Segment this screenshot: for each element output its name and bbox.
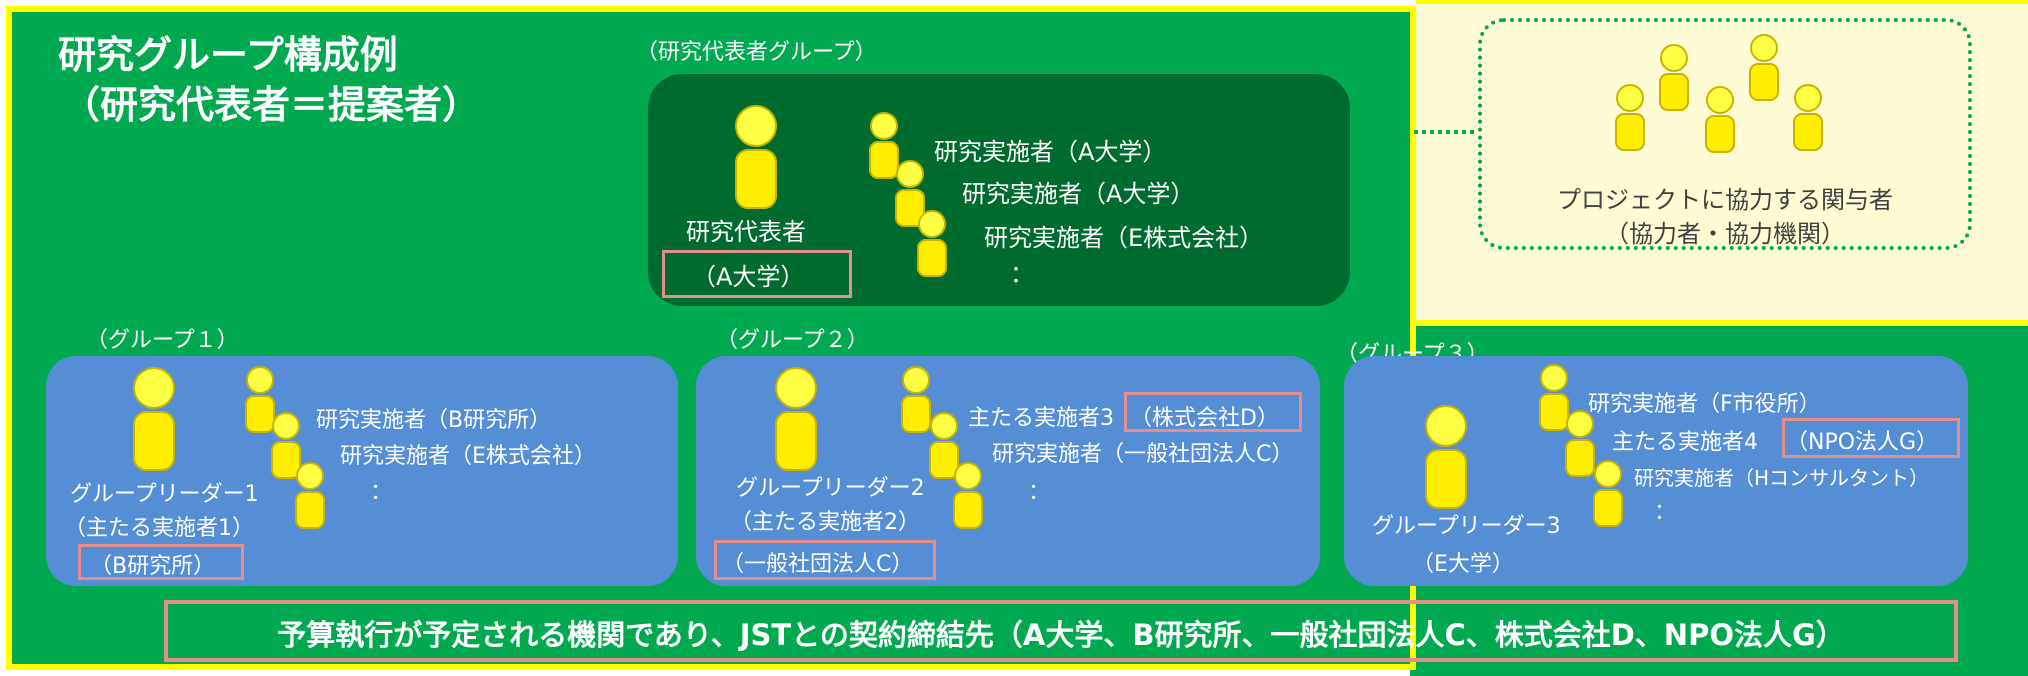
group1-member-2: 研究実施者（E株式会社） (340, 444, 596, 469)
rep-member-person-icon (869, 112, 899, 179)
rep-leader-org-highlight (662, 250, 852, 298)
group1-leader-person-icon (133, 367, 175, 471)
group2-leader-person-icon (775, 367, 817, 471)
cooperator-panel (1416, 0, 2028, 320)
bottom-note: 予算執行が予定される機関であり、JSTとの契約締結先（A大学、B研究所、一般社団… (277, 618, 1845, 652)
rep-group-label: （研究代表者グループ） (636, 40, 877, 65)
group1-leader-sub: （主たる実施者1） (64, 516, 254, 541)
group2-member1-org: （株式会社D） (1130, 406, 1279, 431)
group1-leader-org: （B研究所） (90, 554, 216, 579)
rep-leader-person-icon (735, 105, 777, 209)
group2-member1-org-highlight (1124, 392, 1302, 432)
rep-member-person-icon (895, 160, 925, 227)
group2-ellipsis: ： (1028, 480, 1051, 505)
rep-member-3: 研究実施者（E株式会社） (984, 224, 1264, 252)
bottom-note-box (164, 600, 1958, 662)
group1-ellipsis: ： (370, 480, 393, 505)
connector-line (1406, 130, 1478, 134)
group3-member2-role: 主たる実施者4 (1612, 430, 1758, 455)
cooperator-person-icon (1615, 84, 1645, 151)
group3-leader-role: グループリーダー3 (1372, 514, 1561, 539)
cooperator-person-icon (1705, 86, 1735, 153)
group3-member2-org-highlight (1782, 418, 1960, 458)
group3-leader-person-icon (1425, 405, 1467, 509)
group1-member-person-icon (271, 412, 301, 479)
group1-member-1: 研究実施者（B研究所） (316, 408, 552, 433)
group2-leader-sub: （主たる実施者2） (730, 510, 920, 535)
group3-member2-org: （NPO法人G） (1786, 430, 1939, 455)
rep-member-ellipsis: ： (1010, 260, 1034, 288)
group3-leader-org: （E大学） (1412, 552, 1514, 577)
diagram-title-line1: 研究グループ構成例 (58, 33, 398, 77)
group2-leader-org: （一般社団法人C） (722, 552, 914, 577)
cooperator-person-icon (1793, 84, 1823, 151)
group3-member-3: 研究実施者（Hコンサルタント） (1634, 466, 1930, 490)
rep-member-2: 研究実施者（A大学） (962, 180, 1195, 208)
group3-ellipsis: ： (1654, 500, 1677, 525)
cooperators-line1: プロジェクトに協力する関与者 (1557, 186, 1893, 214)
group2-member-2: 研究実施者（一般社団法人C） (992, 442, 1294, 467)
rep-leader-role: 研究代表者 (686, 218, 806, 246)
group2-member-person-icon (901, 366, 931, 433)
cooperators-box (1478, 18, 1972, 250)
group1-label: （グループ１） (86, 328, 239, 353)
group1-leader-org-highlight (78, 544, 244, 580)
cooperators-line2: （協力者・協力機関） (1605, 220, 1845, 248)
group2-label: （グループ２） (716, 328, 869, 353)
cooperator-person-icon (1659, 44, 1689, 111)
group3-member-person-icon (1593, 460, 1623, 527)
group1-member-person-icon (245, 366, 275, 433)
group2-member1-role: 主たる実施者3 (968, 406, 1114, 431)
rep-leader-org: （A大学） (692, 263, 805, 291)
group3-member-1: 研究実施者（F市役所） (1588, 392, 1821, 417)
yellow-border-bottom (1410, 320, 2028, 326)
group2-leader-role: グループリーダー2 (736, 476, 925, 501)
rep-member-1: 研究実施者（A大学） (934, 138, 1167, 166)
group3-member-person-icon (1539, 364, 1569, 431)
group2-leader-org-highlight (714, 540, 936, 580)
group1-leader-role: グループリーダー1 (70, 482, 259, 507)
rep-member-person-icon (917, 210, 947, 277)
group3-member-person-icon (1565, 410, 1595, 477)
diagram-title-line2: （研究代表者＝提案者） (62, 83, 481, 127)
cooperator-person-icon (1749, 34, 1779, 101)
group1-member-person-icon (295, 462, 325, 529)
group2-member-person-icon (953, 462, 983, 529)
group2-member-person-icon (929, 412, 959, 479)
